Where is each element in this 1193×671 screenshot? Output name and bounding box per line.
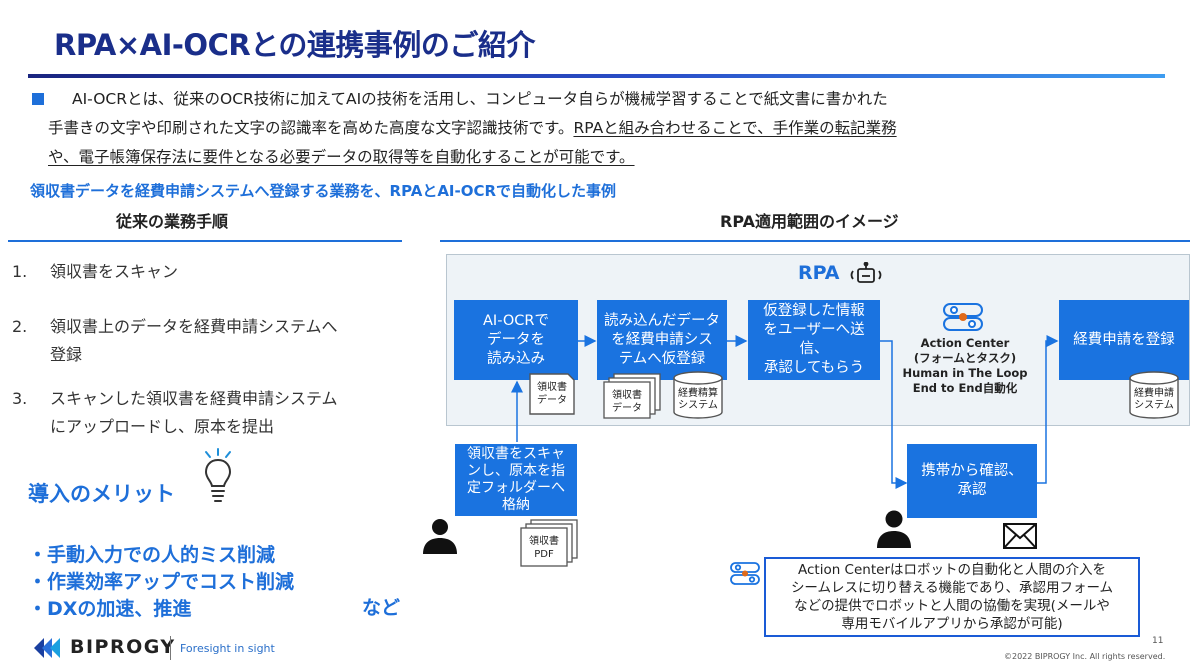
svg-text:領収書: 領収書: [529, 534, 559, 547]
left-heading-rule: [8, 240, 402, 242]
company-logo: BIPROGY: [70, 636, 176, 658]
right-heading-rule: [440, 240, 1190, 242]
box-mobile-approve: 携帯から確認、承認: [907, 444, 1037, 518]
company-tagline: Foresight in sight: [180, 642, 275, 655]
intro-line-2: 手書きの文字や印刷された文字の認識率を高めた高度な文字認識技術です。RPAと組み…: [48, 119, 897, 137]
biprogy-logo-icon: [34, 638, 60, 658]
step-1: 1.領収書をスキャン: [12, 262, 179, 281]
box-send-to-user: 仮登録した情報をユーザーへ送信、承認してもらう: [748, 300, 880, 380]
rpa-label: RPA: [798, 262, 840, 284]
box-register-expense: 経費申請を登録: [1059, 300, 1189, 380]
svg-text:データ: データ: [537, 393, 567, 406]
receipt-data-doc-icon: 領収書 データ: [529, 373, 575, 415]
intro-paragraph: AI-OCRとは、従来のOCR技術に加えてAIの技術を活用し、コンピュータ自らが…: [48, 85, 1168, 172]
receipt-data-stack-icon: 領収書 データ: [603, 373, 661, 419]
svg-text:経費申請: 経費申請: [1134, 386, 1174, 399]
merit-item-2: ・作業効率アップでコスト削減: [28, 571, 295, 593]
svg-text:システム: システム: [1134, 399, 1174, 411]
action-center-callout: Action Centerはロボットの自動化と人間の介入を シームレスに切り替え…: [764, 557, 1140, 637]
box-temp-register: 読み込んだデータを経費申請システムへ仮登録: [597, 300, 727, 380]
expense-application-db-icon: 経費申請 システム: [1129, 371, 1179, 419]
intro-line-3: や、電子帳簿保存法に要件となる必要データの取得等を自動化することが可能です。: [48, 148, 635, 166]
box-ai-ocr-read: AI-OCRでデータを読み込み: [454, 300, 578, 380]
approver-person-icon: [877, 510, 911, 548]
action-center-icon: [943, 303, 983, 331]
left-heading: 従来の業務手順: [116, 212, 229, 231]
copyright: ©2022 BIPROGY Inc. All rights reserved.: [1004, 652, 1166, 661]
case-subtitle: 領収書データを経費申請システムへ登録する業務を、RPAとAI-OCRで自動化した…: [30, 182, 617, 200]
merit-item-1: ・手動入力での人的ミス削減: [28, 544, 276, 566]
callout-action-center-icon: [730, 562, 760, 585]
merit-title: 導入のメリット: [28, 482, 175, 506]
svg-text:PDF: PDF: [534, 549, 554, 560]
svg-text:データ: データ: [612, 401, 642, 414]
merit-item-3: ・DXの加速、推進: [28, 598, 192, 620]
title-underline: [28, 74, 1165, 78]
svg-text:領収書: 領収書: [612, 388, 642, 401]
action-center-text: Action Center (フォームとタスク) Human in The Lo…: [902, 336, 1028, 395]
lightbulb-icon: [204, 448, 232, 502]
merit-suffix: など: [362, 597, 401, 619]
right-heading: RPA適用範囲のイメージ: [720, 212, 899, 231]
step-2: 2.領収書上のデータを経費申請システムへ 登録: [12, 317, 338, 364]
robot-icon: [850, 262, 882, 283]
svg-text:経費精算: 経費精算: [678, 386, 718, 399]
logo-separator: [170, 636, 171, 660]
step-3: 3.スキャンした領収書を経費申請システム にアップロードし、原本を提出: [12, 389, 338, 436]
mail-icon: [1003, 523, 1037, 549]
page-number: 11: [1152, 636, 1164, 646]
page-title: RPA×AI-OCRとの連携事例のご紹介: [54, 28, 535, 62]
svg-text:領収書: 領収書: [537, 380, 567, 393]
box-scan-receipt: 領収書をスキャンし、原本を指定フォルダーへ格納: [455, 444, 577, 516]
person-icon: [423, 519, 457, 554]
bullet-square-icon: [32, 93, 44, 105]
expense-system-db-icon: 経費精算 システム: [673, 371, 723, 419]
receipt-pdf-stack-icon: 領収書 PDF: [520, 519, 578, 567]
intro-line-1: AI-OCRとは、従来のOCR技術に加えてAIの技術を活用し、コンピュータ自らが…: [72, 90, 888, 108]
svg-text:システム: システム: [678, 399, 718, 411]
